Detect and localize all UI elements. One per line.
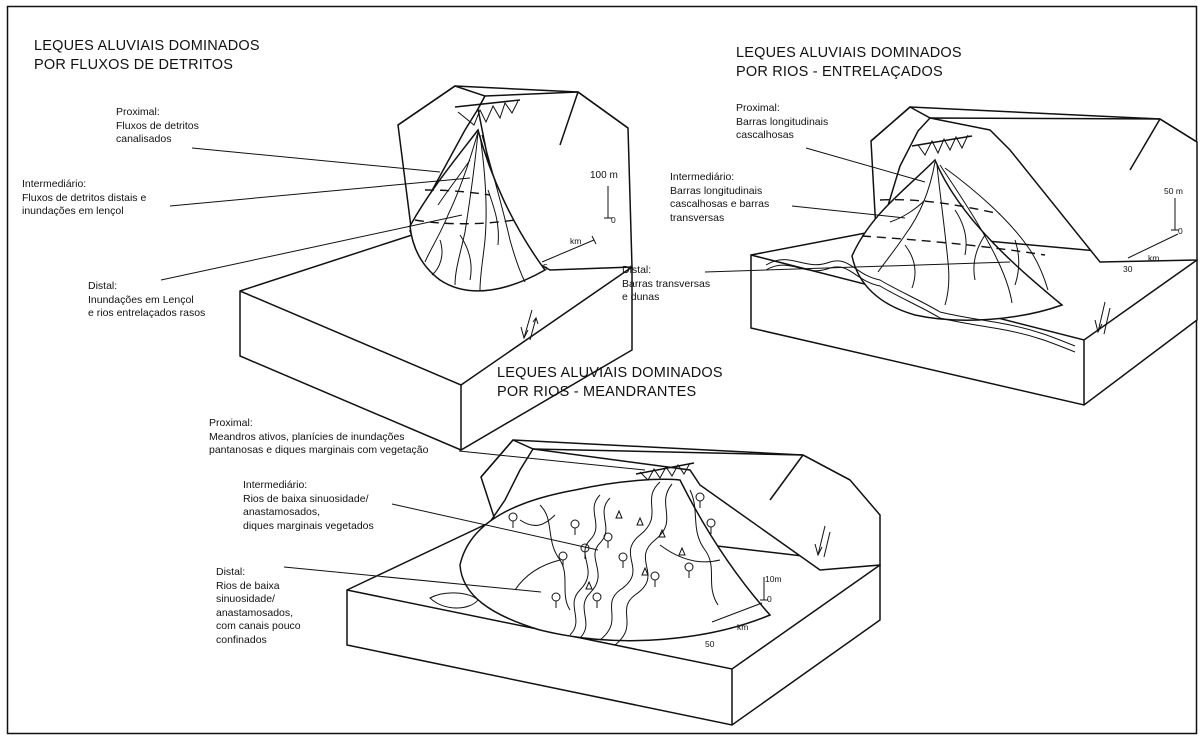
label-line: Distal: bbox=[216, 566, 301, 580]
label-line: confinados bbox=[216, 634, 301, 648]
scale-vertical-label: 50 m bbox=[1164, 186, 1183, 196]
scale-vertical-zero: 0 bbox=[1178, 226, 1183, 236]
scale-vertical-label: 100 m bbox=[590, 170, 618, 181]
label-line: inundações em lençol bbox=[22, 205, 146, 219]
title-debris-flow-fan: LEQUES ALUVIAIS DOMINADOS POR FLUXOS DE … bbox=[34, 37, 260, 75]
label-intermediario: Intermediário: Barras longitudinais casc… bbox=[670, 171, 769, 225]
scale-vertical-zero: 0 bbox=[611, 215, 616, 225]
scale-horizontal-unit: km bbox=[570, 236, 581, 246]
label-line: Fluxos de detritos distais e bbox=[22, 192, 146, 206]
title-line: LEQUES ALUVIAIS DOMINADOS bbox=[497, 364, 723, 383]
scale-horizontal-value: 30 bbox=[1123, 264, 1132, 274]
label-line: e rios entrelaçados rasos bbox=[88, 307, 205, 321]
label-line: Proximal: bbox=[736, 102, 828, 116]
block-braided-river-fan bbox=[705, 107, 1197, 405]
label-line: Distal: bbox=[622, 264, 710, 278]
label-line: Rios de baixa sinuosidade/ bbox=[243, 493, 374, 507]
label-proximal: Proximal: Meandros ativos, planícies de … bbox=[209, 417, 428, 458]
label-line: Intermediário: bbox=[670, 171, 769, 185]
label-line: cascalhosas bbox=[736, 129, 828, 143]
label-line: Meandros ativos, planícies de inundações bbox=[209, 431, 428, 445]
label-line: Inundações em Lençol bbox=[88, 294, 205, 308]
scale-horizontal-value: 50 bbox=[705, 639, 714, 649]
title-braided-river-fan: LEQUES ALUVIAIS DOMINADOS POR RIOS - ENT… bbox=[736, 44, 962, 82]
label-intermediario: Intermediário: Rios de baixa sinuosidade… bbox=[243, 479, 374, 533]
label-distal: Distal: Barras transversas e dunas bbox=[622, 264, 710, 305]
label-line: Barras transversas bbox=[622, 278, 710, 292]
title-line: POR RIOS - ENTRELAÇADOS bbox=[736, 63, 962, 82]
label-line: pantanosas e diques marginais com vegeta… bbox=[209, 444, 428, 458]
label-line: Rios de baixa bbox=[216, 580, 301, 594]
label-line: Intermediário: bbox=[243, 479, 374, 493]
title-line: POR FLUXOS DE DETRITOS bbox=[34, 56, 260, 75]
label-line: Intermediário: bbox=[22, 178, 146, 192]
label-line: e dunas bbox=[622, 291, 710, 305]
label-line: sinuosidade/ bbox=[216, 593, 301, 607]
title-meandering-river-fan: LEQUES ALUVIAIS DOMINADOS POR RIOS - MEA… bbox=[497, 364, 723, 402]
label-proximal: Proximal: Fluxos de detritos canalisados bbox=[116, 106, 199, 147]
label-line: Barras longitudinais bbox=[670, 185, 769, 199]
scale-vertical-zero: 0 bbox=[767, 594, 772, 604]
scale-horizontal-unit: km bbox=[737, 622, 748, 632]
label-line: com canais pouco bbox=[216, 620, 301, 634]
label-line: anastamosados, bbox=[216, 607, 301, 621]
scale-horizontal-value: 5 bbox=[543, 262, 548, 272]
label-line: Proximal: bbox=[209, 417, 428, 431]
label-line: Fluxos de detritos bbox=[116, 120, 199, 134]
label-line: canalisados bbox=[116, 133, 199, 147]
label-line: Barras longitudinais bbox=[736, 116, 828, 130]
label-distal: Distal: Inundações em Lençol e rios entr… bbox=[88, 280, 205, 321]
title-line: POR RIOS - MEANDRANTES bbox=[497, 383, 723, 402]
label-line: Distal: bbox=[88, 280, 205, 294]
label-proximal: Proximal: Barras longitudinais cascalhos… bbox=[736, 102, 828, 143]
label-intermediario: Intermediário: Fluxos de detritos distai… bbox=[22, 178, 146, 219]
scale-vertical-label: 10m bbox=[765, 574, 782, 584]
scale-horizontal-unit: km bbox=[1148, 253, 1159, 263]
title-line: LEQUES ALUVIAIS DOMINADOS bbox=[736, 44, 962, 63]
label-line: transversas bbox=[670, 212, 769, 226]
label-line: Proximal: bbox=[116, 106, 199, 120]
label-line: cascalhosas e barras bbox=[670, 198, 769, 212]
title-line: LEQUES ALUVIAIS DOMINADOS bbox=[34, 37, 260, 56]
label-line: diques marginais vegetados bbox=[243, 520, 374, 534]
label-line: anastamosados, bbox=[243, 506, 374, 520]
label-distal: Distal: Rios de baixa sinuosidade/ anast… bbox=[216, 566, 301, 647]
